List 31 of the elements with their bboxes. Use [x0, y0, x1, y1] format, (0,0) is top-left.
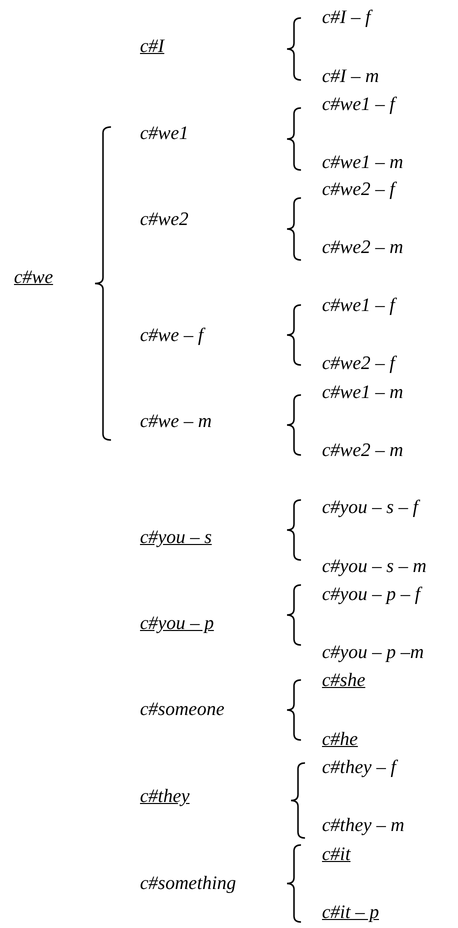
term-label: c#he — [322, 729, 358, 751]
term-label: c#we2 — [140, 209, 189, 231]
term-label: c#we1 — [140, 123, 189, 145]
term-label: c#we – m — [140, 411, 212, 433]
term-label: c#we1 – f — [322, 94, 395, 116]
term-label: c#it — [322, 844, 350, 866]
term-label: c#you – s — [140, 527, 212, 549]
term-label: c#someone — [140, 699, 224, 721]
term-label: c#we2 – f — [322, 179, 395, 201]
term-label: c#you – p — [140, 613, 214, 635]
term-label: c#we2 – m — [322, 440, 404, 462]
term-label: c#you – p –m — [322, 642, 424, 664]
term-label: c#we1 – m — [322, 152, 404, 174]
term-label: c#we1 – f — [322, 295, 395, 317]
term-label: c#we1 – m — [322, 382, 404, 404]
term-label: c#I – m — [322, 66, 379, 88]
term-label: c#you – s – f — [322, 497, 418, 519]
term-label: c#something — [140, 873, 236, 895]
term-label: c#we2 – f — [322, 353, 395, 375]
term-label: c#they – f — [322, 757, 396, 779]
term-label: c#we2 – m — [322, 237, 404, 259]
term-label: c#she — [322, 670, 366, 692]
term-label: c#you – p – f — [322, 584, 420, 606]
term-label: c#they – m — [322, 815, 404, 837]
term-label: c#you – s – m — [322, 556, 426, 578]
term-label: c#I – f — [322, 7, 371, 29]
term-label: c#they — [140, 786, 190, 808]
term-label: c#we — [14, 267, 54, 289]
term-label: c#it – p — [322, 902, 379, 924]
term-label: c#we – f — [140, 325, 204, 347]
term-label: c#I — [140, 36, 164, 58]
